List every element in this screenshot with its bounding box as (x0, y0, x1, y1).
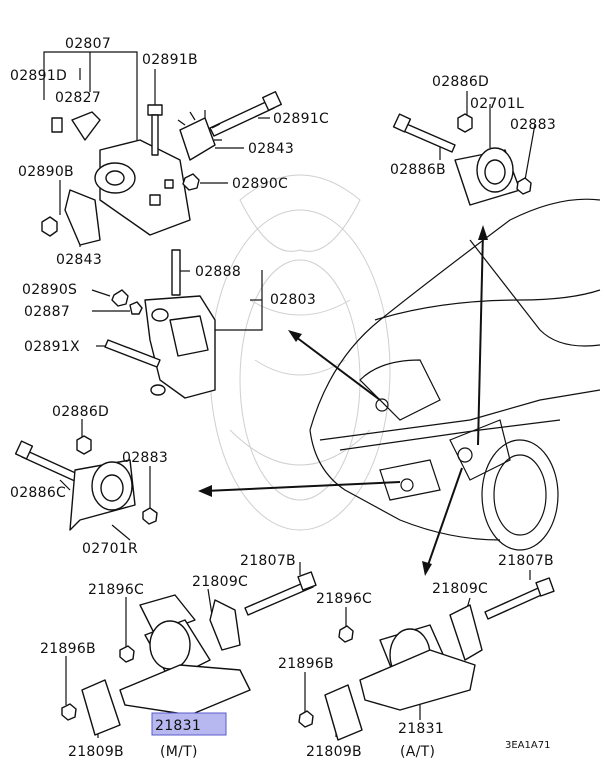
label-02701L: 02701L (470, 96, 524, 112)
label-at: (A/T) (400, 744, 435, 760)
mt-rear-mount-group (61, 562, 317, 738)
label-02890B: 02890B (18, 164, 74, 180)
rubber-stopper (179, 117, 216, 161)
label-02888: 02888 (195, 264, 241, 280)
callout-arrows (198, 225, 488, 576)
label-21896B-left: 21896B (40, 641, 96, 657)
watermark-emblem (209, 174, 391, 531)
label-02887: 02887 (24, 304, 70, 320)
label-02886B: 02886B (390, 162, 446, 178)
part-labels: 02807 02891D 02827 02891B 02891C 02843 0… (10, 36, 556, 760)
at-rear-mount-group (298, 570, 555, 741)
label-21809B-left: 21809B (68, 744, 124, 760)
label-02886C: 02886C (10, 485, 66, 501)
label-02886D-top: 02886D (432, 74, 489, 90)
label-02891C: 02891C (273, 111, 329, 127)
label-21896C-right: 21896C (316, 591, 372, 607)
vehicle-outline (309, 198, 601, 551)
transmission-mount-group (91, 249, 263, 399)
label-02890C: 02890C (232, 176, 288, 192)
label-21809B-right: 21809B (306, 744, 362, 760)
highlighted-part-box (151, 712, 227, 736)
label-02883-top: 02883 (510, 117, 556, 133)
label-21809C-left: 21809C (192, 574, 248, 590)
label-02827: 02827 (55, 90, 101, 106)
left-insulator-group (392, 91, 536, 206)
label-21809C-right: 21809C (432, 581, 488, 597)
label-02891D: 02891D (10, 68, 67, 84)
label-21831-mt: 21831 (155, 718, 201, 734)
label-21807B-right: 21807B (498, 553, 554, 569)
diagram-code: 3EA1A71 (505, 740, 550, 751)
label-02886D-mid: 02886D (52, 404, 109, 420)
label-02890S: 02890S (22, 282, 77, 298)
label-02843-left: 02843 (56, 252, 102, 268)
label-02807: 02807 (65, 36, 111, 52)
label-02803: 02803 (270, 292, 316, 308)
right-insulator-group (14, 419, 158, 541)
label-mt: (M/T) (160, 744, 198, 760)
label-21896C-left: 21896C (88, 582, 144, 598)
label-02883-mid: 02883 (122, 450, 168, 466)
label-21896B-right: 21896B (278, 656, 334, 672)
label-02891B: 02891B (142, 52, 198, 68)
label-02701R: 02701R (82, 541, 138, 557)
label-21807B-left: 21807B (240, 553, 296, 569)
label-02891X: 02891X (24, 339, 80, 355)
front-mount-bracket-group (41, 51, 283, 247)
label-02843-top: 02843 (248, 141, 294, 157)
label-21831-at: 21831 (398, 721, 444, 737)
stud-bolt (171, 249, 181, 296)
